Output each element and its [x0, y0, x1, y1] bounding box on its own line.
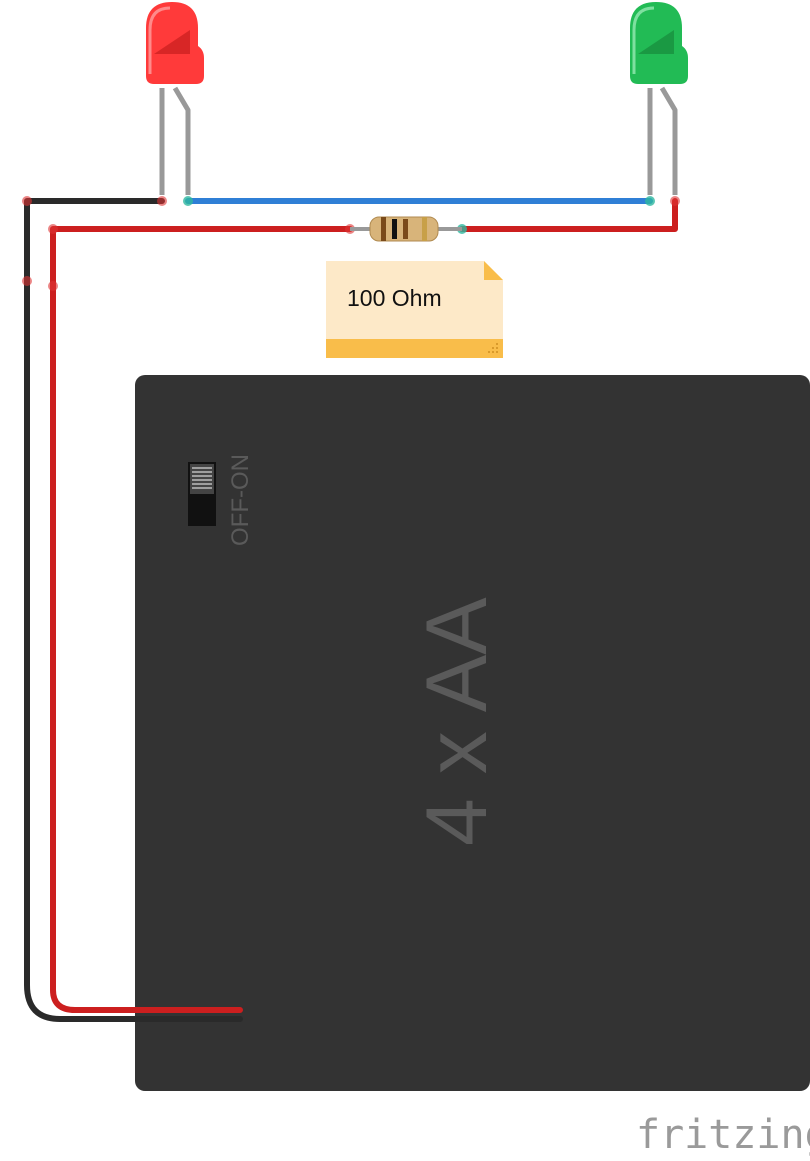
wire-red-battery[interactable]: [50, 226, 353, 1013]
red-led-icon[interactable]: [146, 2, 204, 195]
resize-grip-icon[interactable]: [488, 343, 498, 353]
switch-grip-icon: [192, 467, 212, 489]
fritzing-watermark: fritzing: [636, 1112, 810, 1158]
wire-black[interactable]: [24, 198, 243, 1022]
resistor-icon[interactable]: [350, 216, 462, 242]
battery-pack[interactable]: OFF-ON 4 x AA: [135, 375, 810, 1091]
annotation-note[interactable]: 100 Ohm: [326, 261, 503, 358]
switch-slider: [190, 464, 214, 494]
power-switch[interactable]: [188, 462, 216, 526]
battery-body: [135, 375, 810, 1091]
wire-red-resistor[interactable]: [459, 198, 678, 232]
note-text: 100 Ohm: [347, 285, 442, 311]
battery-label: 4 x AA: [409, 597, 505, 846]
green-led-icon[interactable]: [630, 2, 688, 195]
switch-label: OFF-ON: [227, 454, 254, 546]
